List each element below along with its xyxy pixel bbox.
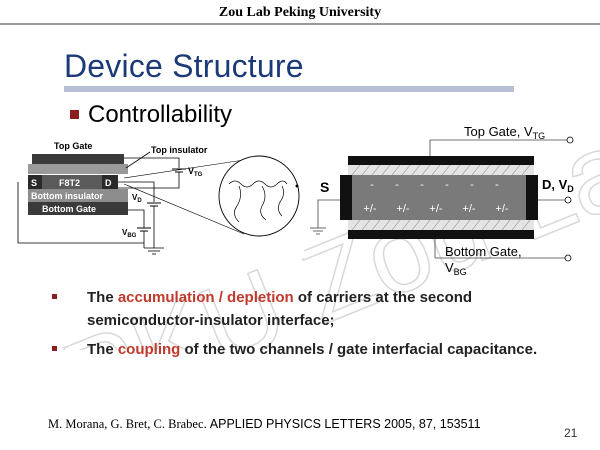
page-number: 21 (564, 426, 578, 440)
title-underline (64, 86, 514, 92)
label-v-d: VD (132, 193, 142, 204)
bullet-icon (52, 346, 57, 351)
label-f8t2: F8T2 (59, 178, 80, 188)
label-drain-vd: D, VD (542, 177, 574, 194)
label-top-insulator: Top insulator (151, 145, 208, 155)
header-institution: Zou Lab Peking University (218, 5, 382, 20)
citation: M. Morana, G. Bret, C. Brabec. APPLIED P… (48, 417, 481, 431)
label-bottom-gate: Bottom Gate, (445, 244, 522, 259)
bullet-icon (52, 294, 57, 299)
svg-text:-: - (370, 179, 374, 191)
svg-text:+/-: +/- (429, 203, 442, 215)
svg-text:+/-: +/- (495, 203, 508, 215)
label-s: S (31, 178, 37, 188)
label-source: S (320, 179, 329, 195)
highlight-coupling: coupling (117, 341, 181, 358)
device-schematic-right: Top Gate, VTG S D, VD - - - - - - +/- +/- +/- +/… (310, 124, 574, 277)
label-top-gate-vtg: Top Gate, VTG (464, 124, 545, 141)
svg-text:-: - (395, 179, 399, 191)
label-bottom-insulator: Bottom insulator (31, 191, 103, 201)
highlight-accumulation-depletion: accumulation / depletion (117, 289, 294, 306)
subtitle-bullet-icon (70, 110, 79, 119)
svg-text:-: - (445, 179, 449, 191)
label-top-gate: Top Gate (54, 141, 92, 151)
label-v-bg: VBG (122, 228, 137, 239)
label-d: D (105, 178, 112, 188)
slide-subtitle: Controllability (88, 101, 233, 128)
slide-title: Device Structure (64, 48, 304, 84)
svg-text:+/-: +/- (462, 203, 475, 215)
svg-text:+/-: +/- (396, 203, 409, 215)
label-bottom-gate: Bottom Gate (42, 204, 96, 214)
device-schematic-left: Top Gate Top insulator S F8T2 D Bottom i… (14, 138, 304, 258)
svg-text:-: - (495, 179, 499, 191)
svg-text:-: - (470, 179, 474, 191)
svg-text:-: - (420, 179, 424, 191)
svg-text:+/-: +/- (363, 203, 376, 215)
label-vbg: VBG (445, 260, 467, 277)
label-v-tg: VTG (188, 166, 203, 178)
header-divider (0, 23, 600, 25)
